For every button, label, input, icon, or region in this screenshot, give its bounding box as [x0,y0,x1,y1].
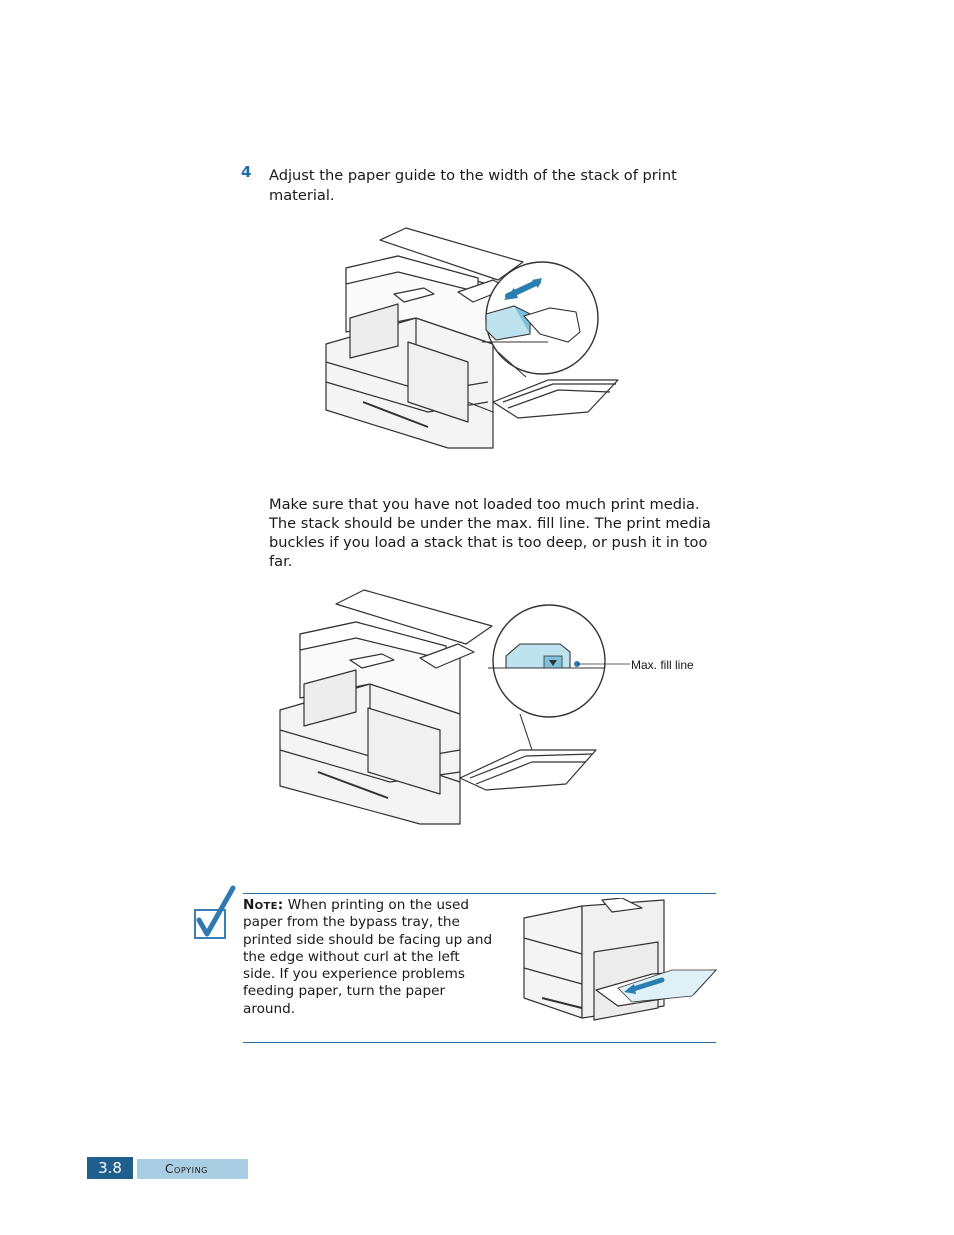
fill-line-instruction: Make sure that you have not loaded too m… [269,496,711,570]
page-number-badge: 3.8 [87,1157,133,1179]
checkmark-pencil-icon [194,885,236,939]
max-fill-line-label: Max. fill line [631,658,694,672]
step-instruction: Adjust the paper guide to the width of t… [269,167,677,204]
note-top-rule [243,893,716,894]
note-label: Note: [243,897,284,913]
paper-guide-illustration [325,227,619,449]
max-fill-line-illustration: Max. fill line [279,589,694,825]
note-body: When printing on the used paper from the… [243,897,493,1017]
bypass-tray-illustration [523,898,717,1021]
note-bottom-rule [243,1042,716,1043]
step-number: 4 [241,163,252,181]
section-badge: Copying [137,1159,248,1179]
note-paragraph: Note: When printing on the used paper fr… [243,897,493,1018]
